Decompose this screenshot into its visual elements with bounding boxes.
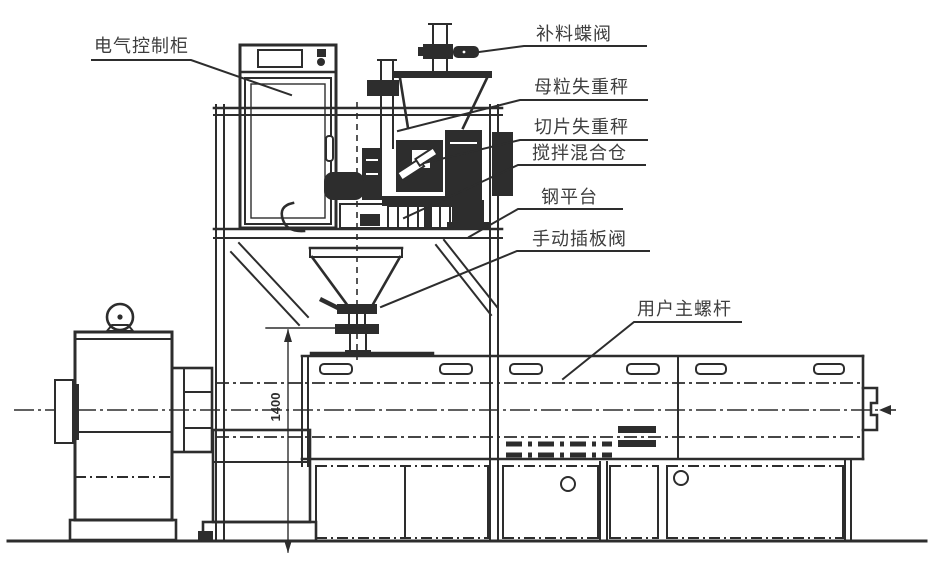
discharge-funnel [308,246,404,308]
screw-centerline [14,405,896,415]
electrical-control-cabinet [238,43,338,230]
label-manual-gate-valve: 手动插板阀 [532,229,627,249]
chip-loss-in-weight-scale [393,71,492,130]
refill-butterfly-valve [418,23,479,73]
label-control-cabinet: 电气控制柜 [94,36,189,56]
labels: 电气控制柜 补料蝶阀 母粒失重秤 切片失重秤 搅拌混合仓 钢平台 手动插板阀 用… [94,24,732,319]
cabinet-handle-hole [673,470,689,486]
cabinet-display [257,49,303,68]
label-masterbatch-scale: 母粒失重秤 [534,77,629,97]
dimension-value: 1400 [268,393,283,422]
label-refill-valve: 补料蝶阀 [536,24,612,44]
cabinet-handle-hole [560,476,576,492]
masterbatch-loss-in-weight-scale [367,59,399,149]
indicator-lamp-icon [317,49,326,57]
label-chip-scale: 切片失重秤 [534,117,629,137]
motor-shaft-end [54,379,74,444]
main-drive-motor [54,302,214,542]
motor-base [68,518,178,542]
feeder-motor-left [324,172,364,200]
label-mixing-chamber: 搅拌混合仓 [532,143,627,163]
leader-lines [91,45,742,381]
door-handle [325,135,334,162]
extruder-barrel [216,351,879,467]
coupling [170,366,214,454]
base-cabinets [315,458,852,542]
mixing-chamber-equipment [280,130,513,233]
die-head [861,386,879,432]
label-steel-platform: 钢平台 [541,187,598,207]
label-main-screw: 用户主螺杆 [637,299,732,319]
height-dimension: 1400 [265,327,369,553]
steel-platform [212,227,504,239]
